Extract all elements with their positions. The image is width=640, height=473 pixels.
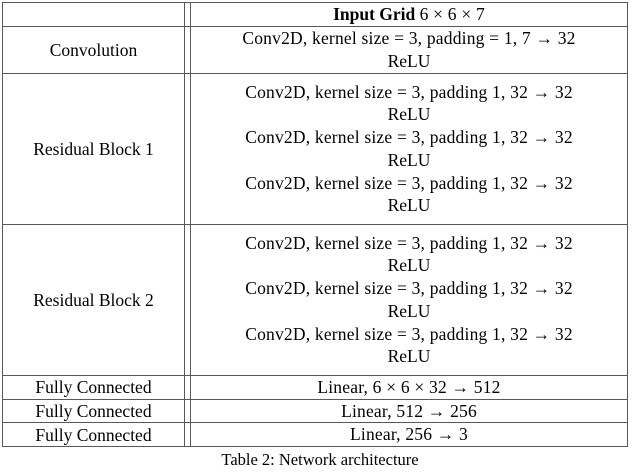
spec-line: Conv2D, kernel size = 3, padding 1, 32 →… <box>245 81 573 102</box>
spec-line: Linear, 6 × 6 × 32 → 512 <box>317 376 501 397</box>
spec-line: Conv2D, kernel size = 3, padding 1, 32 →… <box>245 127 573 147</box>
stage-label-residual-block-1: Residual Block 1 <box>2 72 185 225</box>
stage-label-empty <box>2 2 185 27</box>
table-row-fully-connected-1: Fully Connected Linear, 6 × 6 × 32 → 512 <box>2 374 628 400</box>
spec-line-activation: ReLU <box>387 255 431 276</box>
spec-line-activation: ReLU <box>387 104 431 125</box>
spec-line: Conv2D, kernel size = 3, padding = 1, 7 … <box>242 28 576 48</box>
table-row-input-grid: Input Grid 6 × 6 × 7 <box>2 2 628 27</box>
table-row-residual-block-1: Residual Block 1 Conv2D, kernel size = 3… <box>2 72 628 225</box>
stage-label-fully-connected: Fully Connected <box>2 398 185 424</box>
spec-input-grid: Input Grid 6 × 6 × 7 <box>190 2 628 27</box>
spec-line-activation: ReLU <box>387 195 431 216</box>
spec-line: Conv2D, kernel size = 3, padding 1, 32 →… <box>245 172 573 193</box>
table-row-fully-connected-3: Fully Connected Linear, 256 → 3 <box>2 422 628 447</box>
spec-convolution: Conv2D, kernel size = 3, padding = 1, 7 … <box>190 25 628 74</box>
spec-line: Conv2D, kernel size = 3, padding 1, 32 →… <box>245 232 573 253</box>
table-row-convolution: Convolution Conv2D, kernel size = 3, pad… <box>2 25 628 74</box>
table-row-residual-block-2: Residual Block 2 Conv2D, kernel size = 3… <box>2 223 628 376</box>
architecture-table-wrapper: Input Grid 6 × 6 × 7 Convolution Conv2D,… <box>2 2 628 447</box>
input-grid-label: Input Grid <box>333 4 416 24</box>
stage-label-convolution: Convolution <box>2 25 185 74</box>
table-row-fully-connected-2: Fully Connected Linear, 512 → 256 <box>2 398 628 424</box>
spec-line-activation: ReLU <box>387 149 431 170</box>
spec-fully-connected-3: Linear, 256 → 3 <box>190 422 628 447</box>
spec-residual-block-2: Conv2D, kernel size = 3, padding 1, 32 →… <box>190 223 628 376</box>
table-caption: Table 2: Network architecture <box>221 450 419 469</box>
spec-line-activation: ReLU <box>387 346 431 367</box>
stage-label-fully-connected: Fully Connected <box>2 422 185 447</box>
stage-label-residual-block-2: Residual Block 2 <box>2 223 185 376</box>
spec-line-activation: ReLU <box>387 300 431 321</box>
spec-line-activation: ReLU <box>387 50 431 71</box>
architecture-table: Input Grid 6 × 6 × 7 Convolution Conv2D,… <box>2 2 628 447</box>
spec-fully-connected-2: Linear, 512 → 256 <box>190 398 628 424</box>
input-grid-dimensions: 6 × 6 × 7 <box>419 4 485 24</box>
spec-line: Linear, 512 → 256 <box>341 400 477 421</box>
stage-label-fully-connected: Fully Connected <box>2 374 185 400</box>
spec-line: Linear, 256 → 3 <box>350 424 468 445</box>
spec-fully-connected-1: Linear, 6 × 6 × 32 → 512 <box>190 374 628 400</box>
spec-residual-block-1: Conv2D, kernel size = 3, padding 1, 32 →… <box>190 72 628 225</box>
spec-line: Conv2D, kernel size = 3, padding 1, 32 →… <box>245 323 573 344</box>
spec-line: Conv2D, kernel size = 3, padding 1, 32 →… <box>245 278 573 298</box>
